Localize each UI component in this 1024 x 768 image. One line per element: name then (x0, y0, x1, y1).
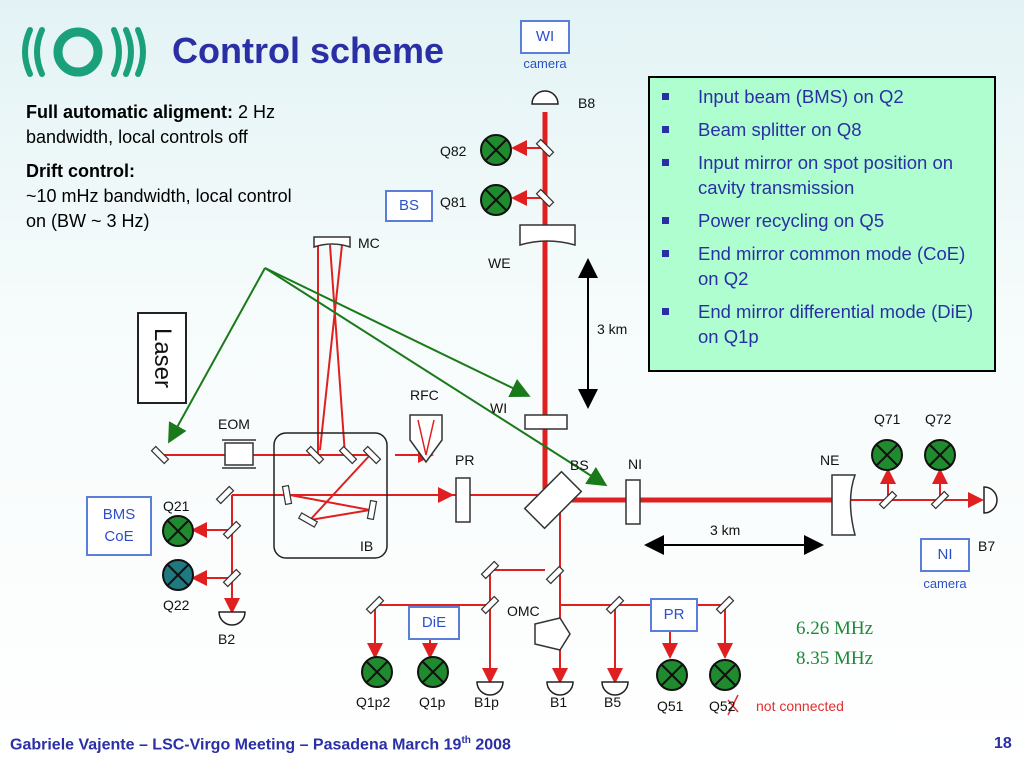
label-b7: B7 (978, 538, 996, 554)
bullet-item: Input beam (BMS) on Q2 (658, 84, 984, 109)
label-ne: NE (820, 452, 840, 468)
laser-label: Laser (138, 313, 186, 403)
full-auto-text: 2 Hz bandwidth, local controls off (26, 102, 276, 147)
wi-camera-box: WI (520, 20, 570, 54)
bullet-box: Input beam (BMS) on Q2 Beam splitter on … (648, 76, 996, 372)
label-pr: PR (455, 452, 475, 468)
ni-camera-label: camera (923, 576, 967, 591)
label-q82: Q82 (440, 143, 467, 159)
footer-text: Gabriele Vajente – LSC-Virgo Meeting – P… (10, 736, 462, 754)
label-bs: BS (570, 457, 589, 473)
footer-sup: th (461, 735, 471, 746)
drift-text: ~10 mHz bandwidth, local control on (BW … (26, 186, 292, 231)
label-q1p: Q1p (419, 694, 446, 710)
label-ib: IB (360, 538, 374, 554)
bullet-item: Beam splitter on Q8 (658, 117, 984, 142)
label-3km-horizontal: 3 km (710, 522, 741, 538)
full-auto-heading: Full automatic aligment: (26, 102, 234, 122)
label-q51: Q51 (657, 698, 684, 714)
ni-camera-box: NI (920, 538, 970, 572)
label-mc: MC (358, 235, 380, 251)
label-q52: Q52 (709, 698, 736, 714)
label-q72: Q72 (925, 411, 952, 427)
bs-box-text: BS (398, 197, 419, 214)
virgo-logo (22, 27, 146, 77)
label-3km-vertical: 3 km (597, 321, 628, 337)
label-we: WE (488, 255, 511, 271)
die-box: DiE (408, 606, 460, 640)
footer-year: 2008 (470, 736, 511, 754)
label-q1p2: Q1p2 (356, 694, 391, 710)
label-wi: WI (490, 400, 508, 416)
label-b1p: B1p (474, 694, 499, 710)
freq-6-26: 6.26 MHz (796, 618, 874, 639)
label-ni: NI (628, 456, 642, 472)
label-b8: B8 (578, 95, 596, 111)
bs-box: BS (385, 190, 433, 222)
page-title: Control scheme (172, 30, 445, 71)
ni-box-text: NI (937, 546, 953, 563)
label-q71: Q71 (874, 411, 901, 427)
coe-text: CoE (104, 528, 134, 545)
label-q22: Q22 (163, 597, 190, 613)
bms-coe-box: BMS CoE (86, 496, 152, 556)
left-description: Full automatic aligment: 2 Hz bandwidth,… (26, 100, 316, 243)
wi-camera-label: camera (523, 56, 567, 71)
label-b5: B5 (604, 694, 622, 710)
bullet-item: Input mirror on spot position on cavity … (658, 150, 984, 200)
drift-heading: Drift control: (26, 161, 135, 181)
label-omc: OMC (507, 603, 540, 619)
bullet-item: End mirror common mode (CoE) on Q2 (658, 241, 984, 291)
label-q81: Q81 (440, 194, 467, 210)
label-b1: B1 (550, 694, 568, 710)
pr-box-text: PR (663, 606, 685, 623)
label-q21: Q21 (163, 498, 190, 514)
freq-8-35: 8.35 MHz (796, 648, 874, 669)
bms-text: BMS (102, 506, 136, 523)
wi-box-text: WI (535, 28, 555, 45)
laser-text: Laser (149, 327, 177, 389)
bullet-item: End mirror differential mode (DiE) on Q1… (658, 299, 984, 349)
die-box-text: DiE (421, 614, 447, 631)
label-rfc: RFC (410, 387, 439, 403)
pr-box: PR (650, 598, 698, 632)
bullet-item: Power recycling on Q5 (658, 208, 984, 233)
page-number: 18 (994, 735, 1012, 752)
not-connected-label: not connected (756, 698, 844, 714)
label-eom: EOM (218, 416, 250, 432)
footer: Gabriele Vajente – LSC-Virgo Meeting – P… (10, 735, 511, 754)
label-b2: B2 (218, 631, 236, 647)
